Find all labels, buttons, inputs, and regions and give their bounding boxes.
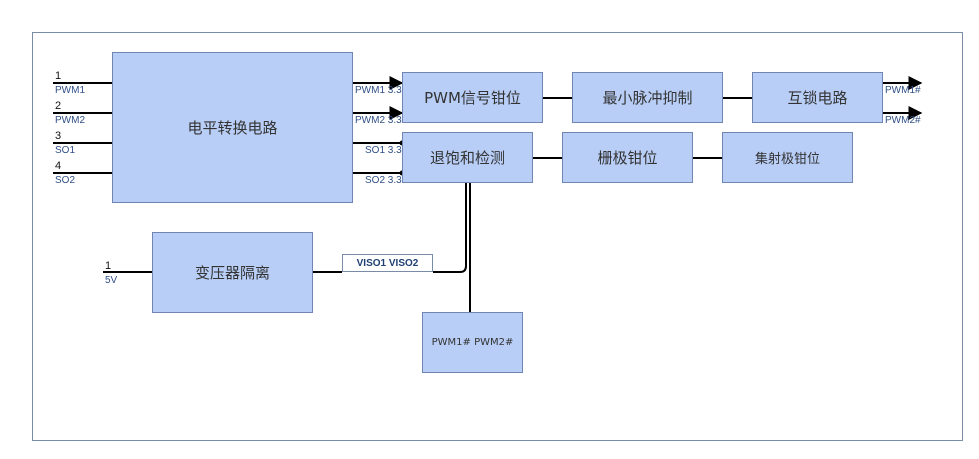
output-label-so2-3v3: SO2 3.3 bbox=[365, 175, 402, 186]
pin-number: 3 bbox=[55, 130, 62, 142]
min-pulse-block: 最小脉冲抑制 bbox=[572, 72, 723, 123]
viso-label: VISO1 VISO2 bbox=[342, 254, 433, 272]
input-label-so1: SO1 bbox=[55, 145, 76, 156]
pwm-clamp-block: PWM信号钳位 bbox=[402, 72, 543, 123]
pin-number: 1 bbox=[105, 260, 112, 272]
desat-detect-block: 退饱和检测 bbox=[402, 132, 533, 183]
input-label-so2: SO2 bbox=[55, 175, 76, 186]
collector-clamp-block: 集射极钳位 bbox=[722, 132, 853, 183]
output-label-so1-3v3: SO1 3.3 bbox=[365, 145, 402, 156]
power-label-5v: 5V bbox=[105, 275, 118, 286]
interlock-block: 互锁电路 bbox=[752, 72, 883, 123]
output-label-pwm2-3v3: PWM2 3.3 bbox=[355, 115, 402, 126]
input-label-pwm2: PWM2 bbox=[55, 115, 85, 126]
gate-clamp-block: 栅极钳位 bbox=[562, 132, 693, 183]
level-shift-block: 电平转换电路 bbox=[112, 52, 353, 203]
pwm-out-block: PWM1# PWM2# bbox=[422, 312, 523, 373]
output-label-pwm1-hash: PWM1# bbox=[885, 85, 921, 96]
transformer-block: 变压器隔离 bbox=[152, 232, 313, 313]
pin-number: 4 bbox=[55, 160, 62, 172]
line-viso-to-desat bbox=[433, 183, 467, 273]
diagram-frame bbox=[32, 32, 963, 441]
output-label-pwm2-hash: PWM2# bbox=[885, 115, 921, 126]
input-label-pwm1: PWM1 bbox=[55, 85, 85, 96]
pin-number: 1 bbox=[55, 70, 62, 82]
pin-number: 2 bbox=[55, 100, 62, 112]
output-label-pwm1-3v3: PWM1 3.3 bbox=[355, 85, 402, 96]
